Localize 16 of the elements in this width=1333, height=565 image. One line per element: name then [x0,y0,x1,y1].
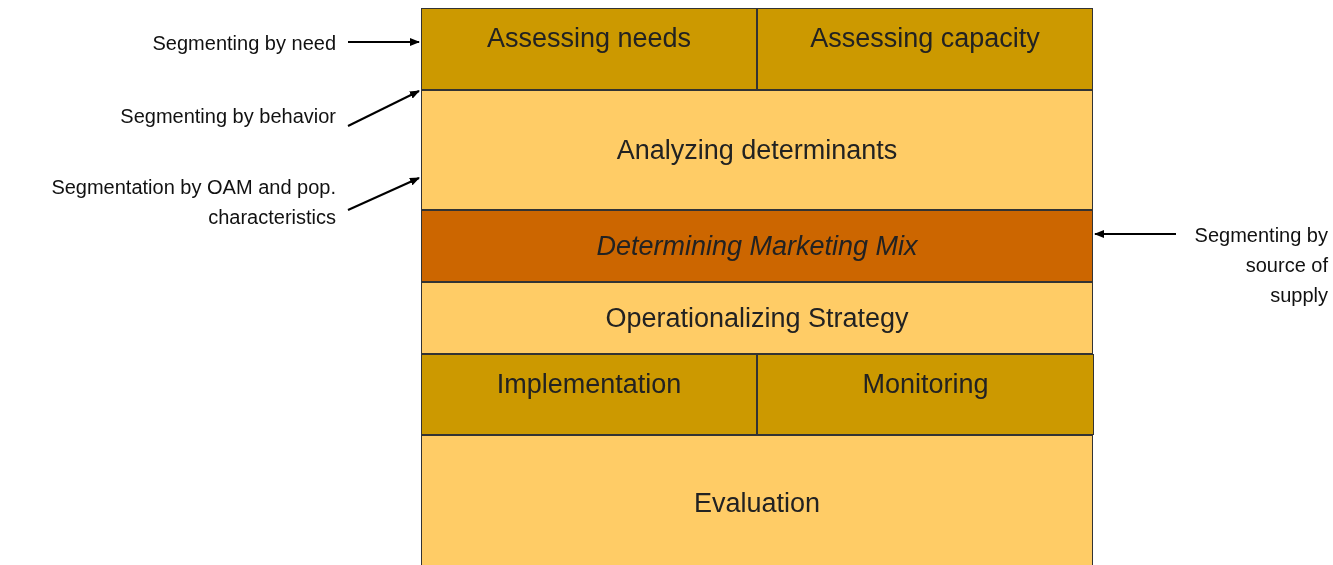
arrow [347,38,420,46]
process-block: Monitoring [757,354,1094,435]
highlight-band: Determining Marketing Mix [421,210,1093,282]
annotation-text: Segmenting by source of supply [1188,220,1328,310]
annotation-text: Segmenting by behavior [20,101,336,131]
process-block: Implementation [421,354,757,435]
annotation-text: Segmenting by need [60,28,336,58]
arrow [347,90,420,127]
arrow [347,177,420,211]
arrow [1094,230,1177,238]
process-block: Assessing capacity [757,8,1093,90]
annotation-text: Segmentation by OAM and pop. characteristics [20,172,336,232]
process-band: Evaluation [421,435,1093,565]
process-band: Analyzing determinants [421,90,1093,210]
process-band: Operationalizing Strategy [421,282,1093,354]
process-block: Assessing needs [421,8,757,90]
